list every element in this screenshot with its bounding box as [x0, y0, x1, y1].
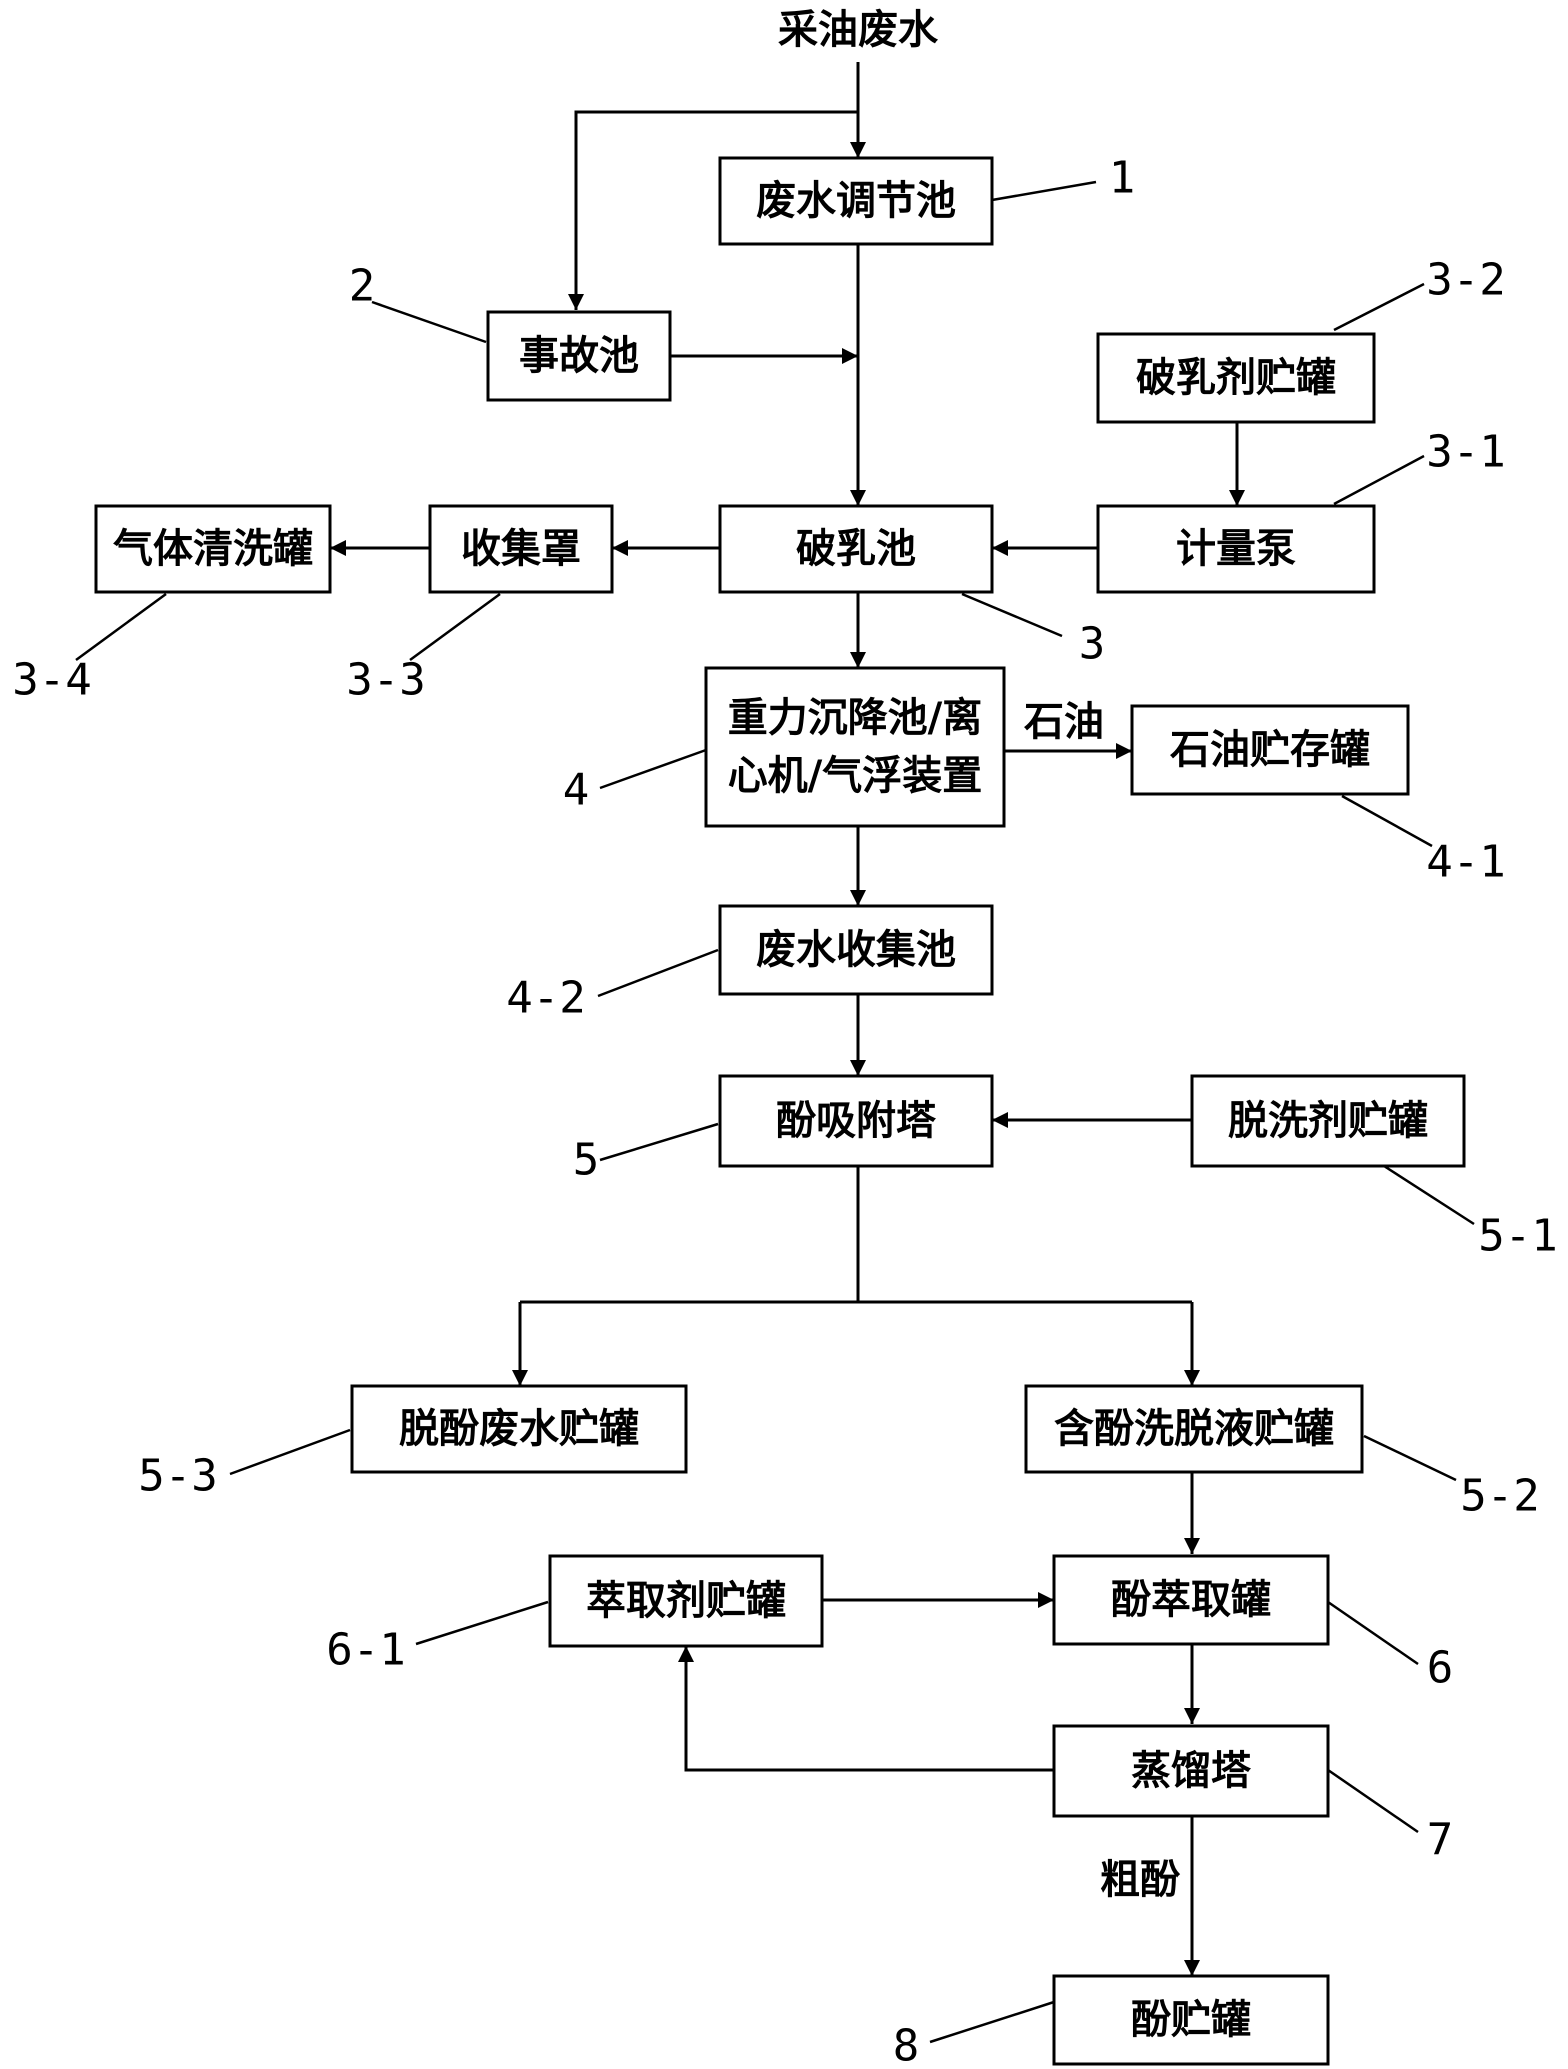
svg-text:计量泵: 计量泵	[1176, 526, 1296, 572]
box-eluent-tank: 脱洗剂贮罐	[1190, 1074, 1466, 1168]
leader-8	[929, 2000, 1055, 2044]
box-extractant-tank: 萃取剂贮罐	[548, 1554, 824, 1648]
arrow-distill-recycle-to-solvent	[678, 1646, 1054, 1772]
flow-label-oil: 石油	[1024, 699, 1104, 745]
svg-text:废水调节池: 废水调节池	[756, 178, 956, 224]
svg-text:重力沉降池/离: 重力沉降池/离	[728, 695, 983, 741]
arrow-input-to-accident-tank	[568, 110, 858, 310]
box-demulsify-tank: 破乳池	[718, 504, 994, 594]
box-collection-hood: 收集罩	[428, 504, 614, 594]
box-phenol-adsorber: 酚吸附塔	[718, 1074, 994, 1168]
leader-6	[1327, 1600, 1419, 1666]
ref-3-3: 3-3	[346, 655, 425, 706]
ref-3: 3	[1079, 619, 1106, 670]
box-settler: 重力沉降池/离 心机/气浮装置	[704, 666, 1006, 828]
process-boxes: 废水调节池 事故池 破乳剂贮罐 计量泵 破乳池 收集罩 气体清洗罐 重力沉降池	[94, 156, 1466, 2066]
ref-5-3: 5-3	[138, 1451, 217, 1502]
svg-text:破乳剂贮罐: 破乳剂贮罐	[1136, 355, 1336, 401]
leader-3	[961, 592, 1063, 638]
reference-numerals: 1 2 3-2 3-1 3 3-3 3-4 4 4-1 4-2 5 5-1 5-…	[12, 153, 1557, 2069]
svg-text:废水收集池: 废水收集池	[756, 927, 956, 973]
box-dephenolized-water-tank: 脱酚废水贮罐	[350, 1384, 688, 1474]
svg-text:石油贮存罐: 石油贮存罐	[1170, 727, 1370, 773]
leader-4-1	[1341, 794, 1433, 848]
svg-text:气体清洗罐: 气体清洗罐	[113, 526, 313, 572]
ref-3-2: 3-2	[1426, 255, 1505, 306]
leader-7	[1327, 1768, 1419, 1834]
leader-2	[371, 300, 487, 344]
svg-text:脱酚废水贮罐: 脱酚废水贮罐	[399, 1406, 639, 1452]
ref-2: 2	[349, 261, 376, 312]
box-demulsifier-tank: 破乳剂贮罐	[1096, 332, 1376, 424]
ref-4-1: 4-1	[1426, 837, 1505, 888]
leader-5	[599, 1122, 719, 1162]
ref-4: 4	[563, 765, 590, 816]
input-label: 采油废水	[778, 7, 939, 53]
box-metering-pump: 计量泵	[1096, 504, 1376, 594]
ref-5-1: 5-1	[1478, 1211, 1557, 1262]
leader-3-3	[409, 592, 501, 662]
svg-text:酚萃取罐: 酚萃取罐	[1111, 1577, 1271, 1623]
ref-6: 6	[1427, 1643, 1454, 1694]
leader-3-4	[75, 592, 167, 662]
box-phenol-extractor: 酚萃取罐	[1052, 1554, 1330, 1646]
leader-5-2	[1363, 1434, 1457, 1482]
leader-5-1	[1383, 1164, 1475, 1226]
box-wastewater-collection: 废水收集池	[718, 904, 994, 996]
box-accident-tank: 事故池	[486, 310, 672, 402]
box-distillation-tower: 蒸馏塔	[1052, 1724, 1330, 1818]
svg-text:破乳池: 破乳池	[796, 526, 916, 572]
svg-text:事故池: 事故池	[519, 333, 639, 379]
leader-3-2	[1333, 282, 1425, 332]
svg-text:萃取剂贮罐: 萃取剂贮罐	[586, 1578, 786, 1624]
leader-3-1	[1333, 454, 1425, 506]
ref-5: 5	[573, 1135, 600, 1186]
ref-1: 1	[1109, 153, 1136, 204]
svg-text:酚贮罐: 酚贮罐	[1131, 1997, 1251, 2043]
box-regulating-tank: 废水调节池	[718, 156, 994, 246]
leader-1	[991, 180, 1097, 202]
svg-text:蒸馏塔: 蒸馏塔	[1131, 1748, 1252, 1794]
ref-5-2: 5-2	[1460, 1471, 1539, 1522]
ref-8: 8	[893, 2021, 920, 2069]
svg-text:收集罩: 收集罩	[461, 526, 581, 572]
box-oil-storage-tank: 石油贮存罐	[1130, 704, 1410, 796]
ref-6-1: 6-1	[326, 1625, 405, 1676]
leader-5-3	[229, 1428, 351, 1476]
box-phenol-eluate-tank: 含酚洗脱液贮罐	[1024, 1384, 1364, 1474]
box-phenol-storage-tank: 酚贮罐	[1052, 1974, 1330, 2066]
ref-3-1: 3-1	[1426, 427, 1505, 478]
leader-6-1	[415, 1600, 549, 1646]
svg-text:酚吸附塔: 酚吸附塔	[776, 1098, 937, 1144]
ref-3-4: 3-4	[12, 655, 91, 706]
ref-7: 7	[1427, 1815, 1454, 1866]
leader-4-2	[597, 948, 719, 998]
flow-lines	[330, 62, 1245, 1976]
leader-lines	[75, 180, 1475, 2044]
leader-4	[599, 748, 707, 790]
ref-4-2: 4-2	[506, 973, 585, 1024]
svg-text:脱洗剂贮罐: 脱洗剂贮罐	[1228, 1098, 1428, 1144]
box-gas-washer: 气体清洗罐	[94, 504, 332, 594]
svg-text:心机/气浮装置: 心机/气浮装置	[728, 753, 983, 799]
svg-text:含酚洗脱液贮罐: 含酚洗脱液贮罐	[1054, 1406, 1334, 1452]
flow-label-crude-phenol: 粗酚	[1100, 1857, 1181, 1903]
